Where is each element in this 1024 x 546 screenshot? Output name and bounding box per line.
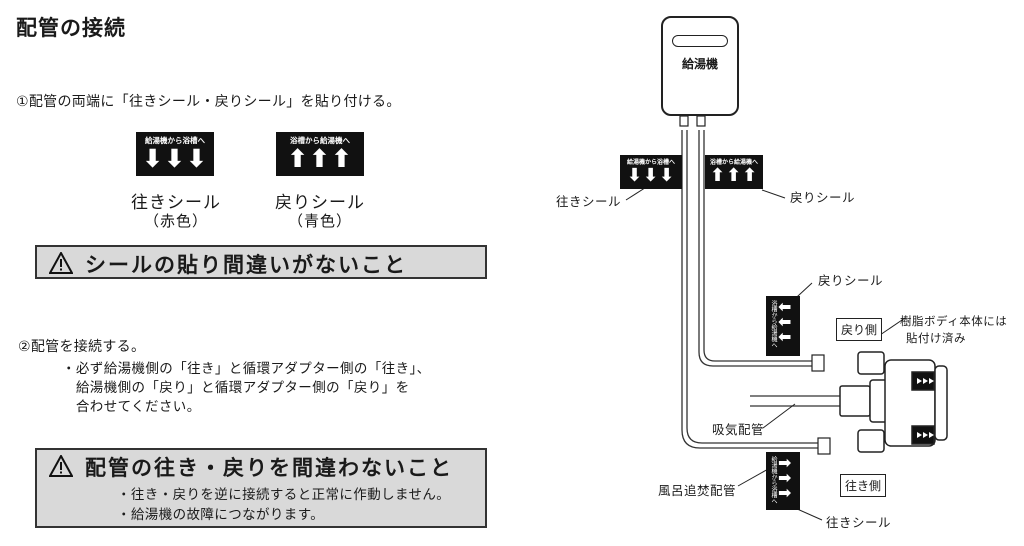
modori-seal-label: 戻りシール — [275, 193, 365, 213]
pipe-ouki-sticker-text: 給湯機から浴槽へ — [626, 159, 675, 166]
arrow-up-icon: ⬆⬆⬆ — [287, 144, 353, 173]
arrow-right-icon: ➡ ➡ ➡ — [778, 453, 792, 502]
instruction-line: 給湯機側の「戻り」と循環アダプター側の「戻り」を — [62, 380, 410, 396]
resin-body-note-2: 貼付け済み — [906, 331, 966, 345]
water-heater: 給湯機 — [661, 16, 739, 116]
arrow-down-icon: ⬇⬇⬇ — [626, 165, 676, 186]
arrow-down-icon: ⬇⬇⬇ — [142, 144, 208, 173]
warning-triangle-icon — [49, 252, 73, 274]
bath-pipe-label: 風呂追焚配管 — [658, 483, 737, 498]
warning-bullet: ・往き・戻りを逆に接続すると正常に作動しません。 — [117, 487, 451, 503]
heater-connectors — [679, 115, 706, 127]
ouki-seal-label: 往きシール — [131, 193, 221, 213]
ouki-seal-sticker: 給湯機から浴槽へ ⬇⬇⬇ — [136, 132, 214, 176]
modori-seal-sticker: 浴槽から給湯機へ ⬆⬆⬆ — [276, 132, 364, 176]
label-modori-seal-right: 戻りシール — [818, 273, 884, 288]
warning-triangle-icon — [49, 455, 73, 477]
instruction-line: ・必ず給湯機側の「往き」と循環アダプター側の「往き」、 — [62, 361, 431, 377]
pipe-modori-sticker-text: 浴槽から給湯機へ — [709, 159, 758, 166]
pipe-ouki-sticker: 給湯機から浴槽へ ⬇⬇⬇ — [620, 155, 682, 189]
pipe-fittings — [811, 354, 831, 455]
warning-box-pipe: 配管の往き・戻りを間違わないこと ・往き・戻りを逆に接続すると正常に作動しません… — [35, 448, 487, 528]
step-2-text: ②配管を接続する。 — [18, 339, 146, 355]
intake-pipe-label: 吸気配管 — [712, 422, 765, 437]
label-ouki-seal-top: 往きシール — [556, 194, 622, 209]
label-modori-seal-top: 戻りシール — [790, 190, 856, 205]
warning-text: シールの貼り間違いがないこと — [85, 253, 407, 277]
warning-title: 配管の往き・戻りを間違わないこと — [85, 456, 453, 480]
page-title: 配管の接続 — [16, 16, 126, 40]
label-ouki-seal-bottom: 往きシール — [826, 515, 892, 530]
instruction-line: 合わせてください。 — [62, 399, 201, 415]
arrow-left-icon: ⬅ ⬅ ⬅ — [778, 297, 792, 346]
modori-side-label: 戻り側 — [836, 318, 882, 341]
pipe-ouki-vertical-sticker: 給湯機から浴槽へ ➡ ➡ ➡ — [766, 452, 800, 510]
vsticker-text: 給湯機から浴槽へ — [770, 456, 777, 504]
vsticker-text: 浴槽から給湯機へ — [770, 300, 777, 348]
modori-seal-color: （青色） — [287, 212, 352, 230]
adapter-arrow-icon — [917, 378, 934, 438]
step-1-text: ①配管の両端に「往きシール・戻りシール」を貼り付ける。 — [16, 94, 401, 110]
instructions: ・必ず給湯機側の「往き」と循環アダプター側の「往き」、 給湯機側の「戻り」と循環… — [62, 360, 431, 417]
arrow-up-icon: ⬆⬆⬆ — [709, 165, 759, 186]
heater-label: 給湯機 — [681, 57, 718, 71]
pipe-modori-sticker: 浴槽から給湯機へ ⬆⬆⬆ — [705, 155, 763, 189]
warning-bullet: ・給湯機の故障につながります。 — [117, 507, 325, 523]
resin-body-note: 樹脂ボディ本体には — [900, 314, 1008, 328]
circulation-adapter — [839, 351, 948, 453]
ouki-seal-sticker-text: 給湯機から浴槽へ — [145, 136, 205, 145]
modori-seal-sticker-text: 浴槽から給湯機へ — [290, 136, 350, 145]
pipe-modori-vertical-sticker: 浴槽から給湯機へ ⬅ ⬅ ⬅ — [766, 296, 800, 356]
ouki-seal-color: （赤色） — [143, 212, 208, 230]
warning-box-seal: シールの貼り間違いがないこと — [35, 245, 487, 279]
ouki-side-label: 往き側 — [840, 474, 886, 497]
pipes — [681, 130, 840, 449]
heater-slot — [672, 35, 728, 47]
